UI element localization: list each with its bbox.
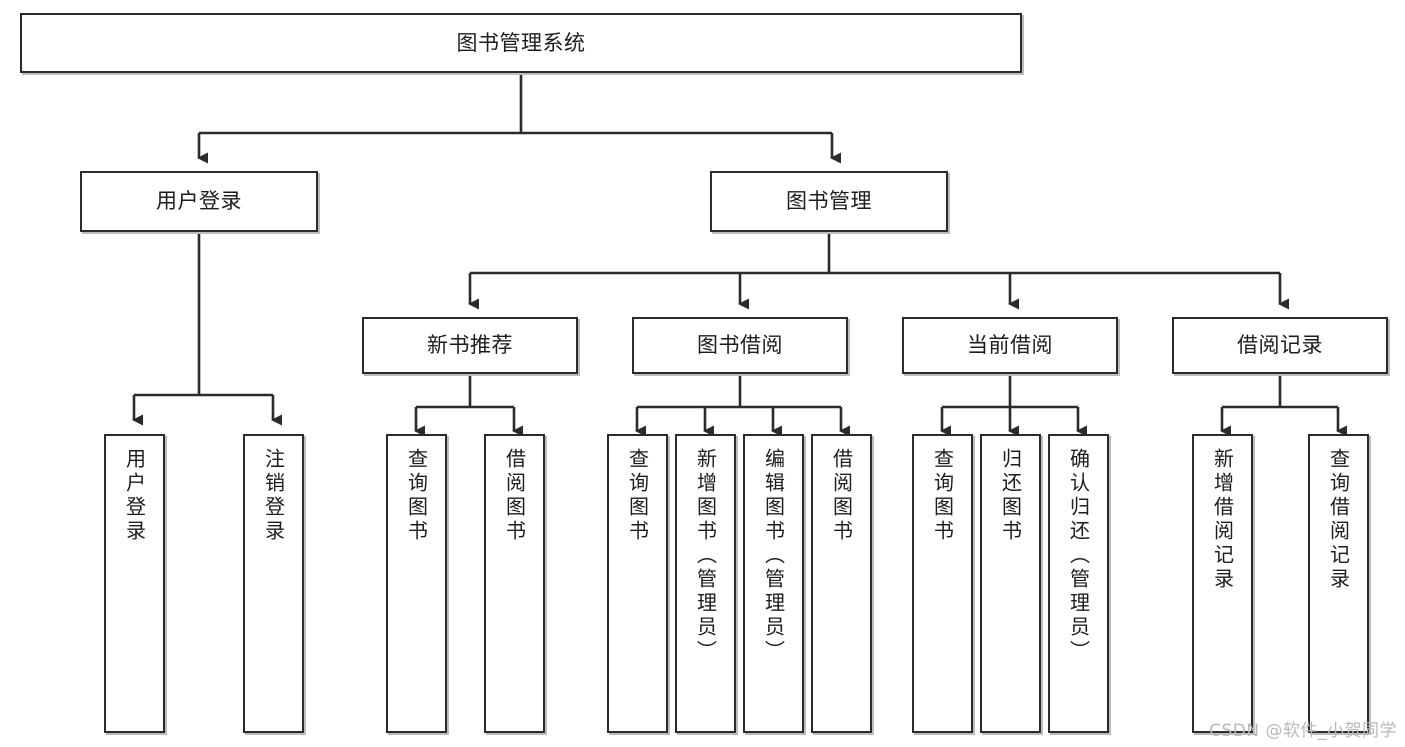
- node-label: 查询借阅记录: [1326, 448, 1351, 592]
- leaf-borrow-edit-book-admin[interactable]: 编辑图书（管理员）: [743, 434, 804, 733]
- node-label: 查询图书: [930, 448, 955, 544]
- leaf-current-confirm-return-admin[interactable]: 确认归还（管理员）: [1048, 434, 1109, 733]
- leaf-logout[interactable]: 注销登录: [243, 434, 304, 733]
- leaf-current-query-book[interactable]: 查询图书: [912, 434, 973, 733]
- node-current-borrow[interactable]: 当前借阅: [902, 317, 1118, 374]
- node-new-book-recommend[interactable]: 新书推荐: [362, 317, 578, 374]
- node-label: 图书管理: [786, 189, 872, 214]
- node-label: 查询图书: [404, 448, 429, 544]
- leaf-recommend-query-book[interactable]: 查询图书: [386, 434, 447, 733]
- leaf-record-add-borrow-record[interactable]: 新增借阅记录: [1192, 434, 1253, 733]
- node-label: 用户登录: [156, 189, 242, 214]
- node-label: 新书推荐: [427, 333, 513, 358]
- node-book-management[interactable]: 图书管理: [710, 171, 948, 232]
- node-label: 用户登录: [122, 448, 147, 544]
- node-label: 新增借阅记录: [1210, 448, 1235, 592]
- node-book-borrow[interactable]: 图书借阅: [632, 317, 848, 374]
- leaf-borrow-query-book[interactable]: 查询图书: [607, 434, 668, 733]
- leaf-borrow-borrow-book[interactable]: 借阅图书: [811, 434, 872, 733]
- node-label: 借阅图书: [502, 448, 527, 544]
- node-label: 归还图书: [998, 448, 1023, 544]
- node-label: 查询图书: [625, 448, 650, 544]
- node-borrow-record[interactable]: 借阅记录: [1172, 317, 1388, 374]
- leaf-current-return-book[interactable]: 归还图书: [980, 434, 1041, 733]
- csdn-watermark: CSDN @软件_小贺同学: [1209, 721, 1397, 741]
- node-label: 注销登录: [261, 448, 286, 544]
- node-label: 当前借阅: [967, 333, 1053, 358]
- leaf-borrow-add-book-admin[interactable]: 新增图书（管理员）: [675, 434, 736, 733]
- node-label: 确认归还（管理员）: [1066, 448, 1091, 664]
- node-label: 借阅记录: [1237, 333, 1323, 358]
- node-label: 图书管理系统: [456, 30, 586, 55]
- node-label: 图书借阅: [697, 333, 783, 358]
- node-label: 编辑图书（管理员）: [761, 448, 786, 664]
- node-user-login[interactable]: 用户登录: [80, 171, 318, 232]
- node-label: 新增图书（管理员）: [693, 448, 718, 664]
- node-root-book-management-system[interactable]: 图书管理系统: [20, 13, 1022, 73]
- leaf-record-query-borrow-record[interactable]: 查询借阅记录: [1308, 434, 1369, 733]
- leaf-recommend-borrow-book[interactable]: 借阅图书: [484, 434, 545, 733]
- leaf-user-login[interactable]: 用户登录: [104, 434, 165, 733]
- node-label: 借阅图书: [829, 448, 854, 544]
